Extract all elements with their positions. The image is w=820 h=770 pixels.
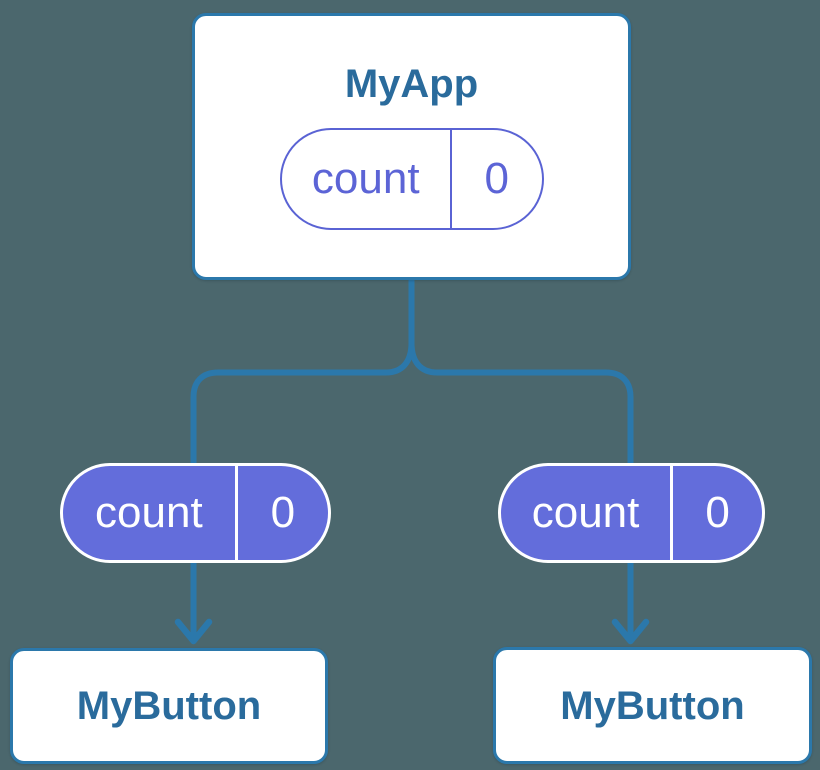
child-state-pill-left: count 0 [60,463,331,563]
child-component-card-right: MyButton [493,647,812,764]
state-value-label: 0 [670,466,762,560]
root-component-title: MyApp [344,62,479,106]
child-component-title: MyButton [76,684,262,728]
state-name-label: count [95,488,203,537]
state-value-label: 0 [234,466,328,560]
tree-branch-lines [190,275,634,640]
state-value-label: 0 [449,130,542,228]
root-component-card: MyApp count 0 [192,13,631,280]
root-state-pill: count 0 [279,128,544,230]
child-state-pill-right: count 0 [498,463,765,563]
child-component-card-left: MyButton [10,648,328,764]
child-component-title: MyButton [560,683,745,728]
arrow-down-icon [174,618,213,645]
state-name-label: count [311,154,420,203]
state-name-label: count [531,488,640,537]
arrow-down-icon [611,618,650,645]
